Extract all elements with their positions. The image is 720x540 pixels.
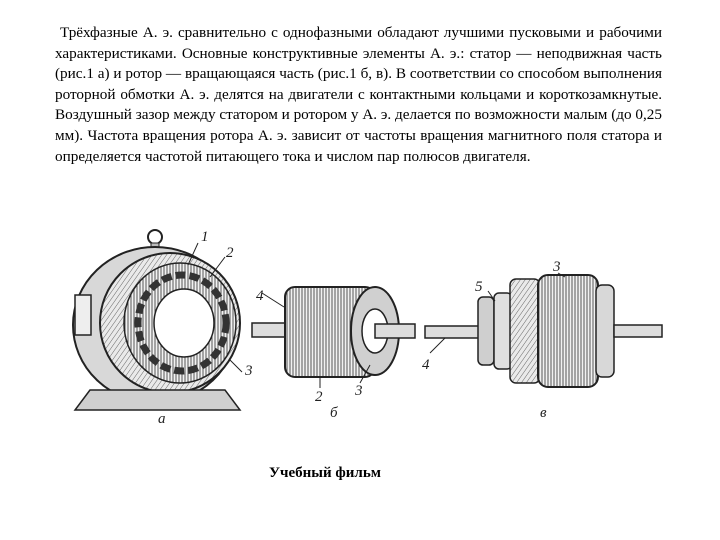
label-stator-1: 1 [201,229,209,245]
label-wound-3: 3 [552,259,561,275]
wound-rotor-drawing [424,272,663,388]
caption: Учебный фильм [269,465,381,481]
label-wound-5: 5 [475,279,483,295]
cage-rotor-drawing [251,286,416,388]
label-cage-4: 4 [256,288,264,304]
label-wound-4: 4 [422,357,430,373]
label-stator-3: 3 [244,363,253,379]
letter-a: а [158,411,166,427]
body-paragraph: Трёхфазные А. э. сравнительно с однофазн… [55,24,662,165]
label-cage-2: 2 [315,389,323,405]
label-cage-3: 3 [354,383,363,399]
motor-illustration: 1 2 3 а 4 2 3 б 3 5 4 в [72,229,663,427]
label-stator-2: 2 [226,245,234,261]
letter-b: б [330,405,338,421]
letter-v: в [540,405,547,421]
stator-drawing [72,229,243,411]
